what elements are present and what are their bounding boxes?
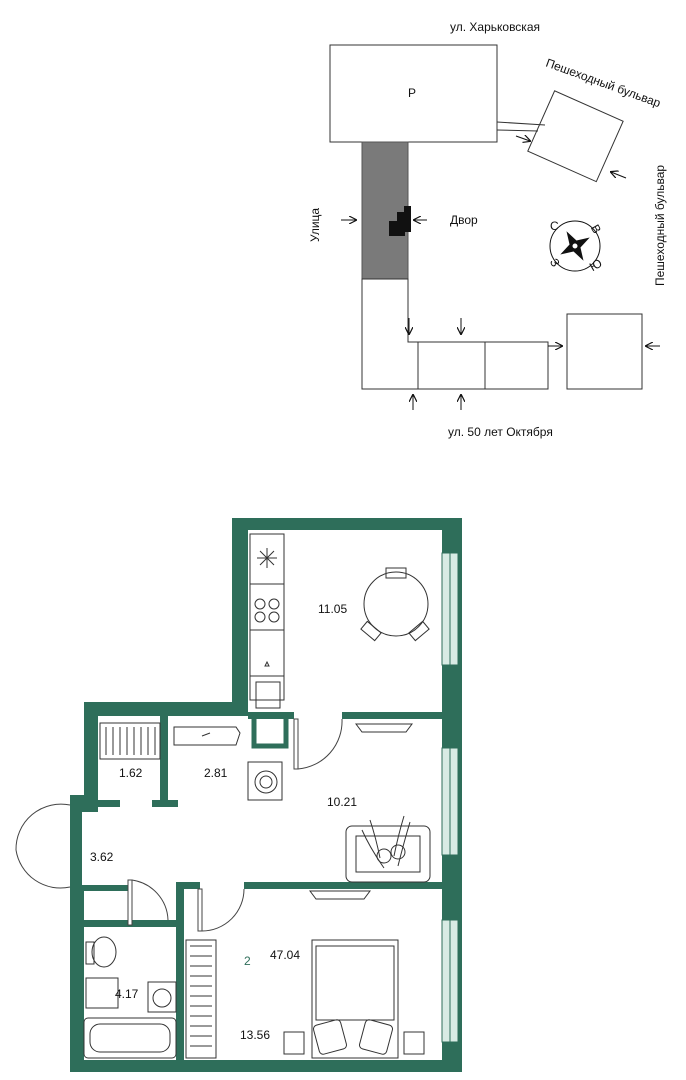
room-count: 2	[244, 954, 251, 968]
compass-e: В	[588, 222, 604, 236]
compass-w: З	[547, 256, 563, 269]
doors	[15, 718, 343, 932]
street-left-label: Улица	[308, 208, 322, 242]
yard-label: Двор	[450, 213, 478, 227]
total-area: 47.04	[270, 948, 300, 962]
parking-building	[329, 44, 498, 143]
area-living: 10.21	[327, 795, 357, 809]
area-bathroom: 4.17	[115, 987, 139, 1001]
street-bottom-label: ул. 50 лет Октября	[448, 425, 553, 439]
compass-s: Ю	[587, 256, 605, 274]
area-laundry: 2.81	[204, 766, 228, 780]
right-building	[566, 313, 643, 390]
bath-fixtures	[83, 936, 177, 1059]
windows	[441, 552, 459, 1043]
area-hall: 3.62	[90, 850, 114, 864]
living-fixtures	[345, 723, 431, 883]
site-plan	[329, 44, 643, 390]
boulevard-building	[527, 90, 624, 183]
area-storage: 1.62	[119, 766, 143, 780]
area-bedroom: 13.56	[240, 1028, 270, 1042]
compass	[549, 220, 601, 272]
kitchen-fixtures	[249, 533, 430, 709]
area-kitchen: 11.05	[318, 602, 347, 616]
utility-fixtures	[99, 722, 283, 801]
bedroom-fixtures	[185, 890, 425, 1059]
street-top-label: ул. Харьковская	[450, 20, 540, 34]
compass-n: С	[550, 219, 559, 233]
entrance-marker	[389, 206, 411, 236]
partitions	[82, 712, 442, 1060]
parking-label: Р	[408, 86, 416, 100]
l-block-building	[361, 278, 549, 390]
boulevard-right-label: Пешеходный бульвар	[653, 165, 667, 286]
site-arrows	[341, 136, 660, 410]
current-building	[361, 141, 409, 280]
